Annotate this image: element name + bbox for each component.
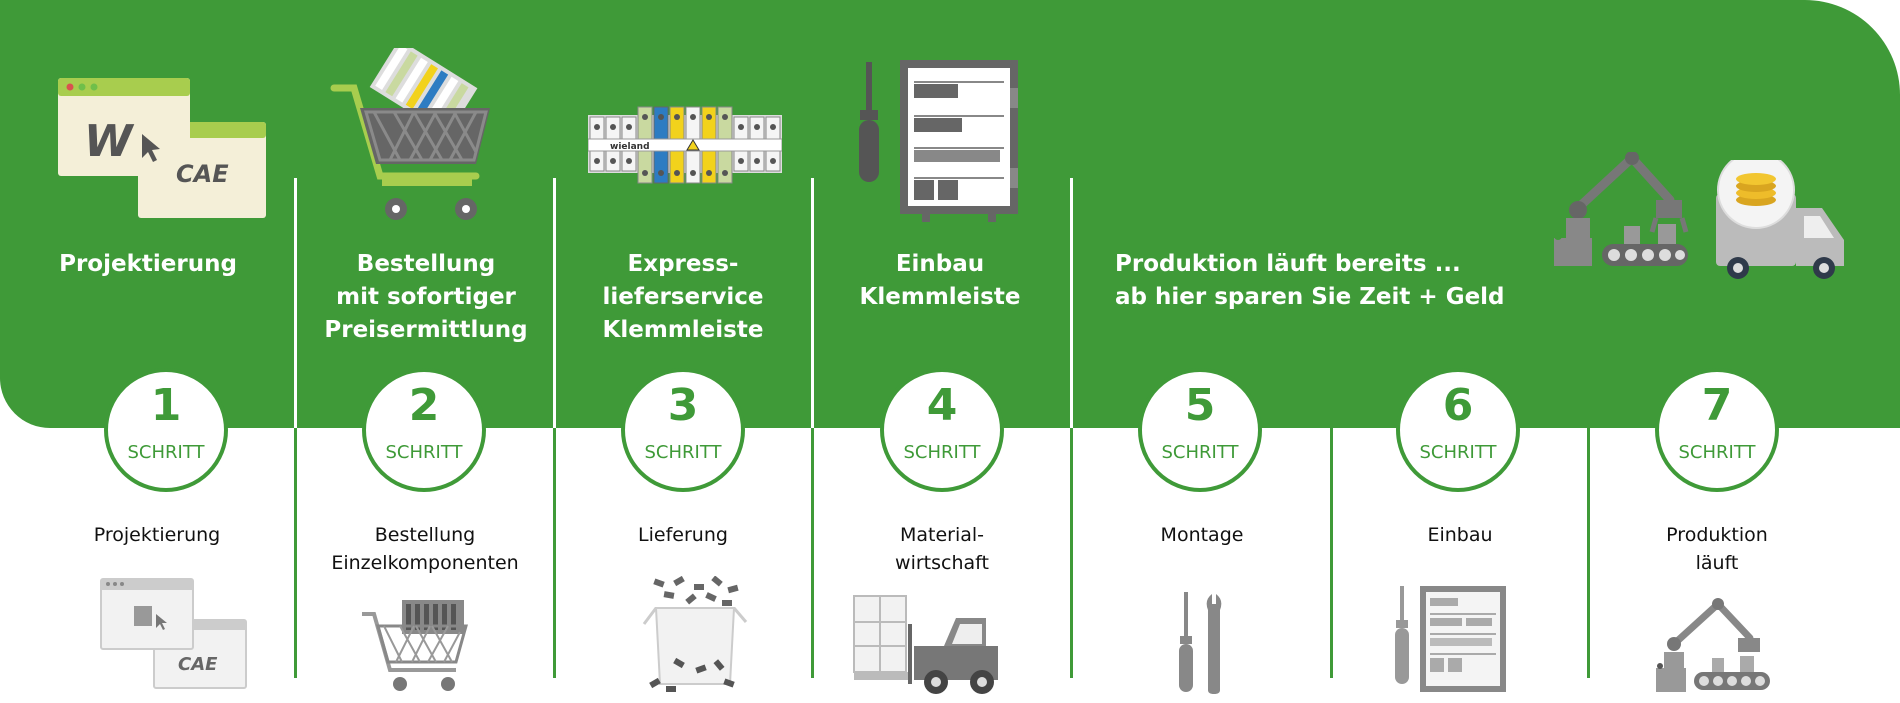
robot-arm-gray-icon <box>1656 598 1770 692</box>
bottom-label-montage: Montage <box>1160 524 1244 546</box>
bottom-label-produktion: Produktion läuft <box>1666 524 1768 574</box>
robot-arm-icon <box>1554 152 1689 266</box>
step-circle-1: 1 SCHRITT <box>104 368 228 492</box>
cae-software-icon: W CAE <box>58 78 266 218</box>
divider <box>811 178 814 428</box>
cae-software-gray-icon: CAE <box>100 578 247 689</box>
money-truck-icon <box>1716 160 1844 279</box>
divider <box>811 428 814 678</box>
divider <box>1587 428 1590 678</box>
step-word: SCHRITT <box>1419 442 1497 463</box>
cae-text: CAE <box>176 160 229 188</box>
step-circle-4: 4 SCHRITT <box>880 368 1004 492</box>
w-logo-text: W <box>84 116 135 167</box>
divider <box>1070 428 1073 678</box>
step-circle-2: 2 SCHRITT <box>362 368 486 492</box>
title-projektierung: Projektierung <box>59 251 237 277</box>
step-number: 2 <box>408 380 440 431</box>
shopping-cart-icon <box>330 48 490 220</box>
step-number: 4 <box>926 380 958 431</box>
bottom-label-einbau: Einbau <box>1427 524 1493 546</box>
control-cabinet-icon <box>859 60 1018 222</box>
parts-box-icon <box>642 576 748 692</box>
title-bestellung: Bestellung mit sofortiger Preisermittlun… <box>324 251 528 343</box>
step-number: 1 <box>150 380 182 431</box>
bottom-label-projektierung: Projektierung <box>93 524 221 546</box>
title-produktion-laeuft: Produktion läuft bereits ... ab hier spa… <box>1115 251 1505 310</box>
title-expresslieferservice: Express- lieferservice Klemmleiste <box>602 251 764 343</box>
shopping-cart-gray-icon <box>362 600 468 691</box>
step-word: SCHRITT <box>1678 442 1756 463</box>
bottom-label-materialwirtschaft: Material- wirtschaft <box>895 524 989 574</box>
step-circle-5: 5 SCHRITT <box>1138 368 1262 492</box>
divider <box>294 178 297 428</box>
control-cabinet-gray-icon <box>1395 586 1506 692</box>
step-circle-6: 6 SCHRITT <box>1396 368 1520 492</box>
step-number: 7 <box>1701 380 1733 431</box>
step-word: SCHRITT <box>903 442 981 463</box>
step-circle-3: 3 SCHRITT <box>621 368 745 492</box>
cae-gray-text: CAE <box>178 654 218 675</box>
step-circle-7: 7 SCHRITT <box>1655 368 1779 492</box>
tools-icon <box>1179 592 1222 694</box>
step-number: 3 <box>667 380 699 431</box>
divider <box>553 178 556 428</box>
step-word: SCHRITT <box>1161 442 1239 463</box>
bottom-label-lieferung: Lieferung <box>638 524 728 546</box>
divider <box>294 428 297 678</box>
divider <box>1070 178 1073 428</box>
step-number: 6 <box>1442 380 1474 431</box>
divider <box>553 428 556 678</box>
step-word: SCHRITT <box>127 442 205 463</box>
step-number: 5 <box>1184 380 1216 431</box>
bottom-label-bestellung: Bestellung Einzelkomponenten <box>331 524 519 574</box>
step-word: SCHRITT <box>385 442 463 463</box>
forklift-warehouse-icon <box>853 595 998 694</box>
wieland-brand-text: wieland <box>610 142 650 152</box>
terminal-strip-icon: wieland <box>588 106 782 184</box>
title-einbau-klemmleiste: Einbau Klemmleiste <box>859 251 1021 310</box>
step-word: SCHRITT <box>644 442 722 463</box>
divider <box>1330 428 1333 678</box>
